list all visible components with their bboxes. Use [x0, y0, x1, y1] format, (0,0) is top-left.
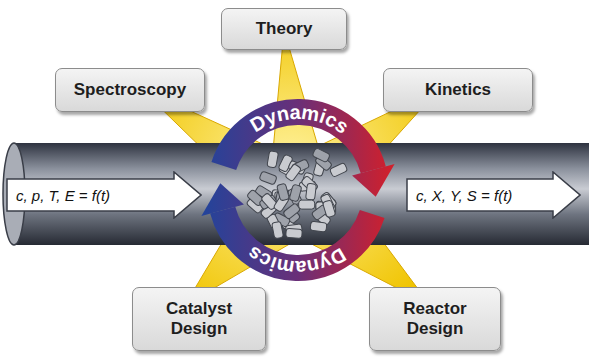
cycle-label-path: Dynamics — [246, 101, 354, 139]
box-label: Kinetics — [425, 80, 491, 100]
topic-box: Catalyst Design — [132, 287, 266, 351]
catalyst-pellet — [285, 163, 302, 181]
reactor-tube — [14, 143, 589, 245]
dynamics-cycle: DynamicsDynamics — [201, 101, 394, 280]
catalyst-pellet — [289, 184, 302, 202]
topic-box: Reactor Design — [369, 287, 501, 351]
topic-box: Spectroscopy — [55, 68, 205, 112]
catalyst-pellet — [277, 183, 290, 201]
cycle-arrowhead — [352, 164, 395, 197]
cycle-label: Dynamics — [246, 101, 354, 139]
catalyst-pellet — [312, 148, 330, 163]
catalyst-pellet — [310, 221, 327, 232]
cycle-arrowhead — [201, 183, 244, 216]
box-label: Theory — [256, 19, 313, 39]
arrow-body — [407, 172, 580, 218]
catalyst-pellet — [322, 200, 335, 218]
catalyst-pellet — [272, 221, 284, 238]
catalyst-pellet — [259, 171, 277, 185]
flow-arrow: c, p, T, E = f(t) — [6, 171, 202, 219]
catalyst-pellet — [306, 183, 317, 200]
box-label: Catalyst Design — [143, 299, 255, 339]
arrow-body — [7, 172, 201, 218]
flow-arrow: c, X, Y, S = f(t) — [406, 171, 581, 219]
topic-box: Theory — [221, 8, 347, 50]
catalyst-pellet — [299, 200, 315, 209]
catalyst-pellet — [286, 228, 303, 238]
catalyst-pellet — [283, 203, 301, 220]
cycle-label-path: Dynamics — [242, 242, 350, 280]
box-label: Spectroscopy — [74, 80, 186, 100]
catalyst-pellet — [267, 151, 279, 168]
box-label: Reactor Design — [380, 299, 490, 339]
flow-label: c, p, T, E = f(t) — [16, 187, 110, 204]
flow-label: c, X, Y, S = f(t) — [416, 187, 512, 204]
catalyst-pellets — [246, 148, 348, 239]
cycle-label: Dynamics — [242, 242, 350, 280]
catalyst-pellet — [329, 162, 347, 177]
topic-box: Kinetics — [383, 68, 533, 112]
